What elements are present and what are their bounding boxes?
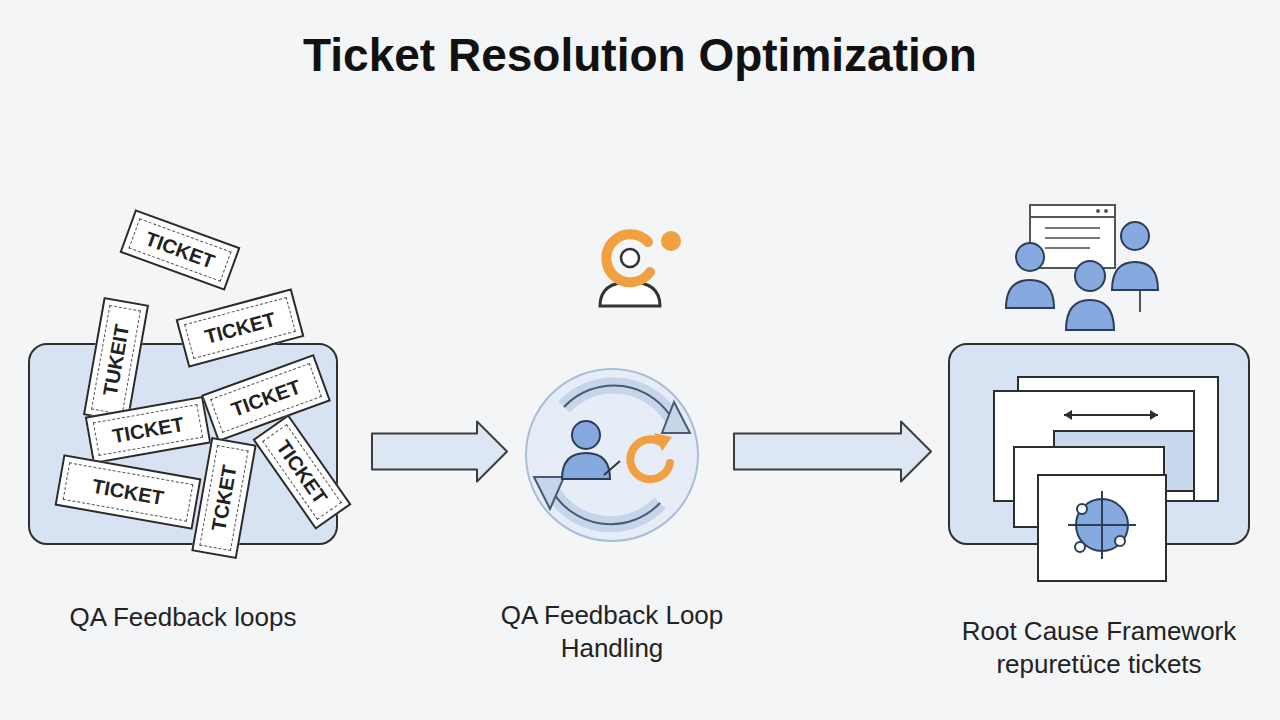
- team-icon: [1006, 205, 1158, 330]
- ticket-text: TICKET: [202, 308, 278, 349]
- orange-person-icon: [600, 231, 681, 306]
- ticket-text: TICKET: [110, 412, 185, 447]
- cycle-circle: QA Feedback Loop Handling: [524, 367, 700, 543]
- node-outline: [524, 367, 700, 543]
- ticket-text: TICKET: [90, 474, 165, 509]
- block-arrow: [734, 422, 931, 482]
- ticket-label: TICKET: [120, 209, 241, 291]
- node-caption: QA Feedback loops: [33, 601, 333, 634]
- diagram-title: Ticket Resolution Optimization: [0, 28, 1280, 82]
- panel-box: Root Cause Framework repuretüce tickets: [948, 343, 1250, 545]
- node-caption: QA Feedback Loop Handling: [492, 599, 732, 665]
- node-caption: Root Cause Framework repuretüce tickets: [939, 615, 1259, 681]
- ticket-text: TICKET: [142, 227, 218, 273]
- ticket-text: TICKET: [228, 375, 304, 421]
- node-outline: [948, 343, 1250, 545]
- block-arrow: [372, 422, 507, 482]
- ticket-text: TUKEIT: [98, 322, 133, 397]
- ticket-text: TCKET: [207, 463, 241, 533]
